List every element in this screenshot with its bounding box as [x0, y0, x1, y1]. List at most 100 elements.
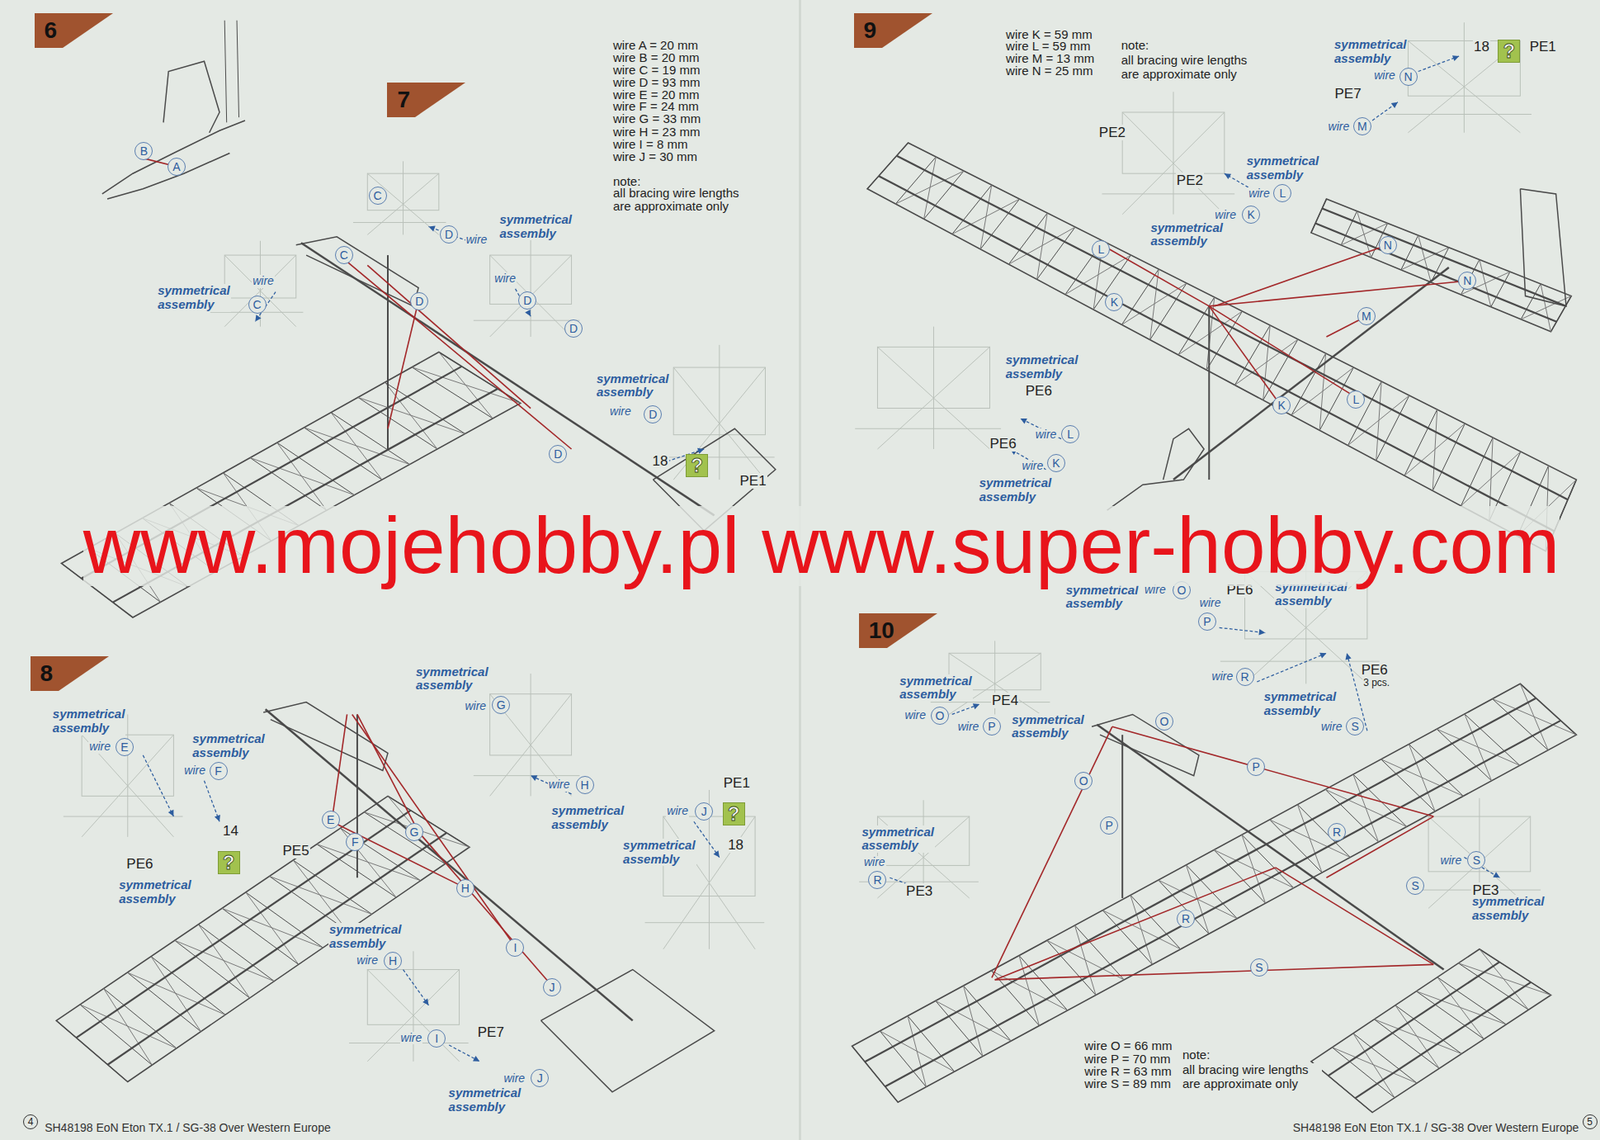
wire-label: wire [665, 804, 690, 818]
wire-callout-text: S [1255, 961, 1263, 973]
symmetry-note: symmetrical assembly [51, 707, 127, 736]
pylon-strut [236, 20, 239, 118]
rib-bracing [980, 184, 992, 250]
rib-bracing [245, 892, 299, 964]
wing-rib [245, 892, 324, 948]
page-number-text: 5 [1586, 1116, 1593, 1127]
wire-label: wire [88, 740, 112, 754]
symmetry-note: symmetrical assembly [860, 825, 935, 854]
leader-arrow [448, 1044, 480, 1062]
wire-callout-text: K [1110, 296, 1119, 308]
page-number-text: 4 [28, 1116, 34, 1127]
arrow-head [168, 809, 175, 817]
arrow-head [428, 226, 435, 232]
wire-callout: D [439, 225, 458, 244]
wire-callout-text: D [444, 228, 454, 241]
wire-callout: K [1241, 205, 1261, 224]
wire-callout-text: K [1052, 457, 1060, 469]
wire-callout: G [491, 695, 510, 714]
symmetry-note: symmetrical assembly [117, 877, 193, 907]
symmetry-note: symmetrical assembly [1263, 689, 1338, 718]
arrow-head [472, 1055, 480, 1062]
photo-etch-query-text: ? [222, 852, 236, 873]
part-number: PE6 [1024, 382, 1053, 399]
wing-outline [867, 142, 1577, 552]
symmetry-note: symmetrical assembly [1149, 221, 1224, 250]
wire-callout: O [930, 706, 949, 725]
step-flag [34, 13, 114, 48]
wire-callout-text: M [1361, 310, 1372, 322]
step-number-text: 10 [858, 618, 895, 642]
wire-callout: F [209, 761, 228, 780]
wing-rib [867, 142, 908, 189]
rib-bracing [1376, 381, 1382, 461]
wire-callout-text: K [1278, 399, 1286, 411]
rib-bracing [1150, 269, 1160, 340]
wire-callout-text: C [339, 249, 349, 261]
airframe-drawing [56, 20, 1577, 1113]
wire-callout-text: G [496, 698, 506, 711]
inset-sketch [655, 456, 775, 458]
wire-callout: G [405, 822, 424, 841]
wire-label: wire [183, 764, 207, 778]
wing-rib [1037, 226, 1076, 279]
seat-frame [163, 61, 220, 133]
rib-bracing [1241, 834, 1266, 903]
symmetry-note: symmetrical assembly [498, 212, 573, 241]
wire-callout-text: F [351, 835, 359, 848]
tail-boom [265, 708, 633, 1020]
wire-callout: R [1176, 909, 1195, 928]
part-number: PE2 [1175, 172, 1204, 189]
inset-sketch [127, 713, 128, 836]
inset-sketch [473, 320, 581, 321]
wire-callout-text: D [553, 448, 562, 460]
bracing-wire [1208, 306, 1357, 398]
symmetry-note: symmetrical assembly [595, 372, 671, 401]
wire-label: wire [1198, 596, 1223, 610]
symmetry-note: symmetrical assembly [622, 838, 697, 867]
wire-callout-text: R [1332, 825, 1341, 838]
rib-bracing [1074, 925, 1095, 995]
arrow-head [1492, 871, 1500, 878]
wire-callout: S [1467, 850, 1486, 869]
wire-length: note: [1181, 1047, 1211, 1062]
wire-callout: P [1246, 757, 1265, 776]
rib-bracing [1130, 894, 1153, 964]
step-number: 6 [34, 13, 114, 48]
rib-bracing [952, 198, 1020, 234]
wire-callout-text: P [1105, 819, 1114, 831]
symmetry-note: symmetrical assembly [551, 803, 626, 832]
wire-label: wire [608, 405, 633, 419]
photo-etch-query-text: ? [1503, 41, 1516, 62]
fuselage-frame [296, 236, 419, 307]
fuselage-frame [1091, 713, 1199, 775]
arrow-head [1224, 173, 1232, 180]
wire-callout: C [248, 295, 267, 314]
step-number: 7 [387, 82, 466, 118]
tail-frame [540, 969, 714, 1092]
wing-spar [878, 175, 1555, 531]
rib-bracing [198, 924, 250, 998]
part-number: PE7 [1333, 85, 1362, 102]
wire-callout: C [335, 245, 354, 265]
inset-sketch [353, 221, 447, 223]
leader-arrow [1372, 102, 1398, 121]
part-number: PE1 [1529, 38, 1558, 55]
bracing-wire [1208, 280, 1469, 307]
leader-arrow [530, 775, 572, 794]
inset-sketch [63, 816, 184, 817]
wire-length: note: [1120, 38, 1150, 53]
tail-boom [1096, 724, 1444, 970]
wing-rib [56, 1019, 128, 1081]
wire-callout-text: O [1177, 584, 1187, 596]
wire-callout: S [1250, 958, 1269, 977]
wire-callout-text: G [410, 825, 420, 838]
wire-label: wire [1439, 854, 1464, 868]
leader-arrow [693, 821, 720, 857]
wire-callout-text: S [1351, 720, 1360, 732]
arrow-head [530, 774, 538, 781]
step-number-text: 6 [34, 18, 58, 43]
wire-callout: O [1155, 712, 1174, 731]
inset-sketch [473, 774, 581, 776]
wire-callout: L [1346, 390, 1365, 409]
